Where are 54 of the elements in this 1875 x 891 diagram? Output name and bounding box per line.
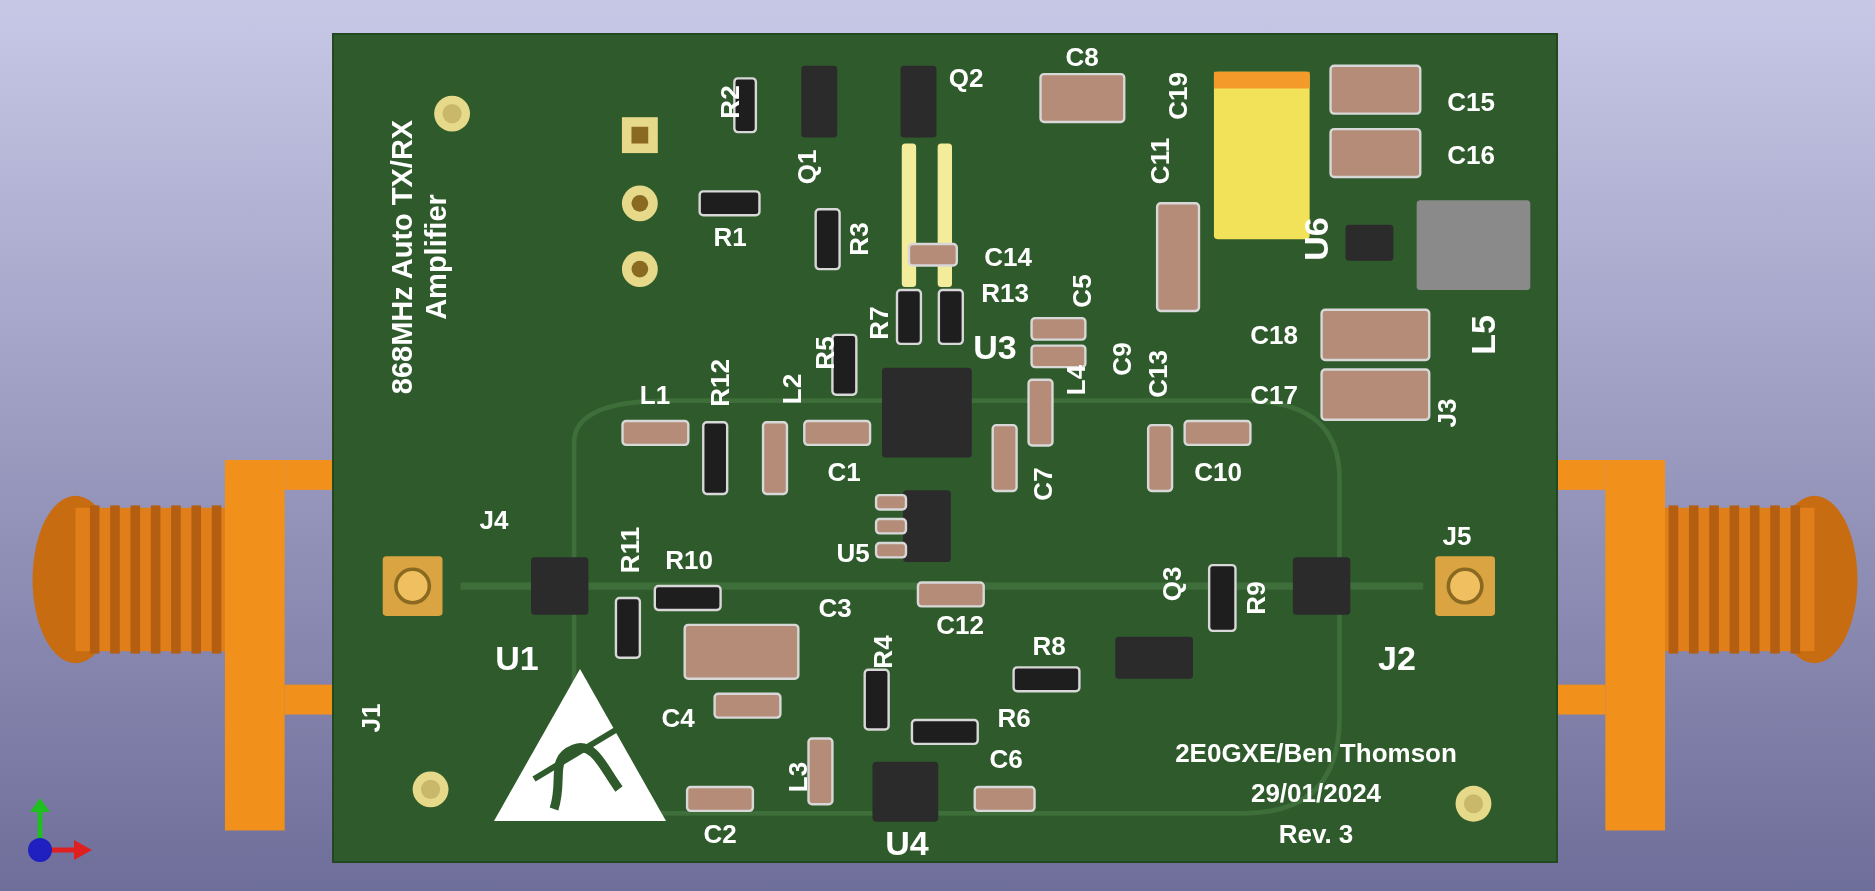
silkscreen-label: C9 [1109, 342, 1135, 376]
silkscreen-label: L3 [785, 761, 811, 793]
silkscreen-label: C8 [1065, 44, 1099, 70]
silkscreen-label: Q2 [948, 65, 984, 91]
silkscreen-label: Rev. 3 [1278, 821, 1354, 847]
silkscreen-label: R5 [812, 336, 838, 370]
silkscreen-label: C3 [818, 595, 852, 621]
silkscreen-label: J4 [479, 507, 509, 533]
silkscreen-label: C5 [1069, 274, 1095, 308]
silkscreen-label: C16 [1447, 142, 1495, 168]
silkscreen-label: C15 [1447, 89, 1495, 115]
silkscreen-label: Q1 [794, 149, 820, 185]
board-title: 868MHz Auto TX/RX Amplifier [385, 118, 453, 397]
silkscreen-label: R2 [717, 85, 743, 119]
silkscreen-label: U5 [836, 540, 870, 566]
silkscreen-label: 29/01/2024 [1250, 780, 1382, 806]
silkscreen-label: J3 [1434, 398, 1460, 428]
silkscreen-label: L1 [639, 382, 671, 408]
silkscreen-label: U3 [973, 330, 1017, 364]
silkscreen-label: C13 [1145, 350, 1171, 398]
silkscreen-label: J1 [358, 703, 384, 733]
silkscreen-label: C7 [1030, 467, 1056, 501]
silkscreen-label: R4 [870, 635, 896, 669]
silkscreen-label: C4 [661, 705, 695, 731]
silkscreen-label: R6 [997, 705, 1031, 731]
silkscreen-label: R3 [846, 222, 872, 256]
silkscreen-label: C14 [984, 244, 1032, 270]
silkscreen-label: R10 [665, 547, 713, 573]
silkscreen-label: R7 [866, 306, 892, 340]
silkscreen-label: J2 [1378, 641, 1416, 675]
silkscreen-label: C12 [936, 612, 984, 638]
silkscreen-label: C6 [989, 746, 1023, 772]
silkscreen-label: C19 [1165, 72, 1191, 120]
silkscreen-label: 2E0GXE/Ben Thomson [1175, 740, 1457, 766]
silkscreen-label: L5 [1466, 315, 1500, 355]
silkscreen-label: C17 [1250, 382, 1298, 408]
silkscreen-label: U1 [495, 641, 539, 675]
silkscreen-label: U6 [1299, 217, 1333, 261]
silkscreen-label: R11 [617, 526, 643, 574]
silkscreen-label: C11 [1147, 137, 1173, 185]
silkscreen-label: C2 [703, 821, 737, 847]
silkscreen-label: L2 [779, 373, 805, 405]
silkscreen-label: C1 [827, 459, 861, 485]
silkscreen-label: Q3 [1159, 566, 1185, 602]
silkscreen-label: L4 [1063, 364, 1089, 396]
silkscreen-label: C18 [1250, 322, 1298, 348]
silkscreen-label: R12 [707, 359, 733, 407]
silkscreen-label: U4 [885, 826, 929, 860]
silkscreen-label: J5 [1442, 523, 1472, 549]
silkscreen-label: R13 [981, 280, 1029, 306]
silkscreen-label: C10 [1194, 459, 1242, 485]
silkscreen-label: R8 [1032, 633, 1066, 659]
silkscreen-label: R9 [1243, 581, 1269, 615]
silkscreen-label: R1 [713, 224, 747, 250]
